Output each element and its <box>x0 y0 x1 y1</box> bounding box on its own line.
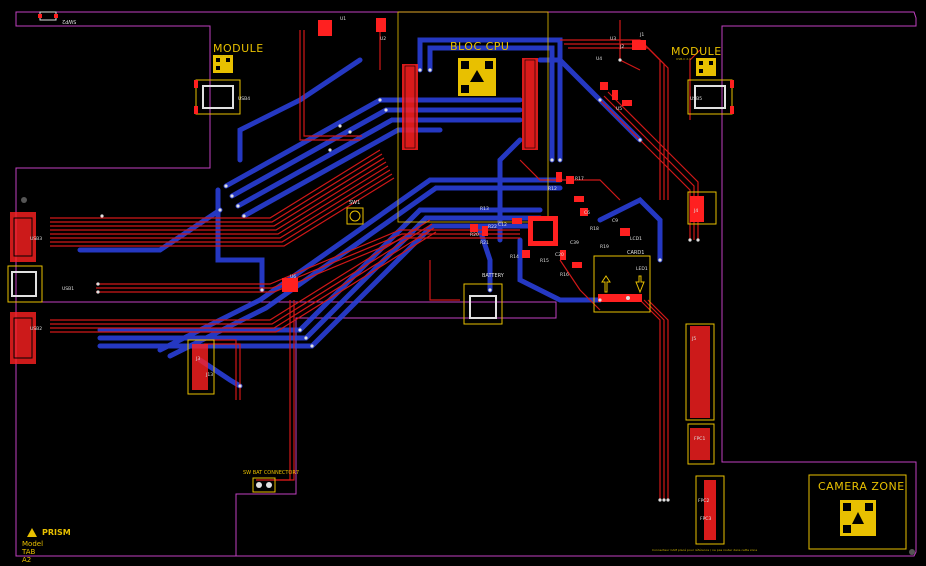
cpu-chip <box>528 216 558 246</box>
label-battery: BATTERY <box>482 273 504 279</box>
label-module-left: MODULE <box>213 42 264 55</box>
via-holes <box>21 58 915 555</box>
label-module-left-sub: USB-C 2.0 <box>217 54 233 58</box>
connector-right-4 <box>695 475 725 545</box>
designator-label: R14 <box>510 254 519 260</box>
connector-right-1 <box>687 191 717 225</box>
cpu-connector-left <box>402 64 418 150</box>
label-swp2: SWP2 <box>62 18 77 24</box>
designator-label: FPC3 <box>700 516 711 522</box>
designator-label: U2 <box>380 36 386 42</box>
connector-right-3 <box>687 423 715 465</box>
usb-connector-module-left <box>194 79 241 115</box>
qr-code-module-left <box>213 55 233 73</box>
designator-label: R20 <box>470 232 479 238</box>
designator-label: LED1 <box>636 266 648 272</box>
designator-label: J4 <box>693 208 698 214</box>
label-sw-bat-connector: SW BAT CONNECTOR7 <box>243 470 300 476</box>
qr-code-cpu <box>458 58 496 96</box>
designator-label: USB3 <box>30 236 42 242</box>
model-name: Model TAB A2 <box>22 540 44 564</box>
designator-label: C9 <box>612 218 618 224</box>
designator-label: R17 <box>575 176 584 182</box>
label-bloc-cpu: BLOC CPU <box>450 40 510 53</box>
connector-lower-left <box>187 339 215 395</box>
designator-label: C20 <box>555 252 564 258</box>
designator-label: C12 <box>498 222 507 228</box>
label-sw1: SW1 <box>349 200 361 206</box>
designator-label: J1 <box>639 32 644 38</box>
cpu-connector-right <box>522 58 538 150</box>
designator-label: USB2 <box>30 326 42 332</box>
label-module-right-sub: USB-C 2.0 <box>676 57 692 61</box>
designator-label: FPC2 <box>698 498 709 504</box>
usb-connector-left-top <box>10 212 36 262</box>
usb-connector-left-bottom <box>10 312 36 364</box>
designator-label: C39 <box>570 240 579 246</box>
connector-right-2 <box>685 323 715 421</box>
switch-sw1 <box>346 207 364 225</box>
designator-label: U5 <box>616 106 622 112</box>
designator-label: USB5 <box>690 96 702 102</box>
designator-label: J13 <box>205 372 213 378</box>
usb-connector-module-right <box>687 79 734 115</box>
designator-label: C6 <box>584 210 590 216</box>
prism-logo-icon <box>27 528 37 537</box>
designator-label: R12 <box>548 186 557 192</box>
board-outline-lower <box>15 302 236 557</box>
cpu-block-frame <box>397 11 549 223</box>
sw-bat-connector <box>252 477 276 493</box>
qr-code-camera <box>840 500 876 536</box>
camera-zone-frame <box>808 474 907 550</box>
designator-label: FPC1 <box>694 436 705 442</box>
designator-label: USB1 <box>62 286 74 292</box>
designator-label: R21 <box>480 240 489 246</box>
label-camera-zone: CAMERA ZONE <box>818 480 905 493</box>
designator-label: USB4 <box>238 96 250 102</box>
usb-connector-left-middle <box>7 265 43 303</box>
designator-label: R16 <box>560 272 569 278</box>
label-card: CARD1 <box>627 250 645 256</box>
designator-label: R22 <box>488 224 497 230</box>
brand-name: PRISM <box>42 528 71 537</box>
designator-label: LCD1 <box>630 236 642 242</box>
swp2-component <box>38 11 58 21</box>
designator-label: J5 <box>691 336 696 342</box>
designator-label: J3 <box>195 356 200 362</box>
qr-code-module-right <box>696 58 716 76</box>
designator-label: R19 <box>600 244 609 250</box>
designator-label: U1 <box>340 16 346 22</box>
designator-label: R15 <box>540 258 549 264</box>
passive-components <box>282 18 646 292</box>
sd-card-slot <box>593 255 651 313</box>
designator-label: U4 <box>596 56 602 62</box>
label-footer-note: Connecteur CAM placé pour référence / ne… <box>652 548 758 552</box>
designator-label: R18 <box>590 226 599 232</box>
designator-label: R13 <box>480 206 489 212</box>
designator-label: U6 <box>290 274 296 280</box>
battery-connector <box>463 283 503 325</box>
label-module-right: MODULE <box>671 45 722 58</box>
board-outline <box>15 11 917 557</box>
designator-label: J2 <box>619 44 624 50</box>
designator-label: U3 <box>610 36 616 42</box>
